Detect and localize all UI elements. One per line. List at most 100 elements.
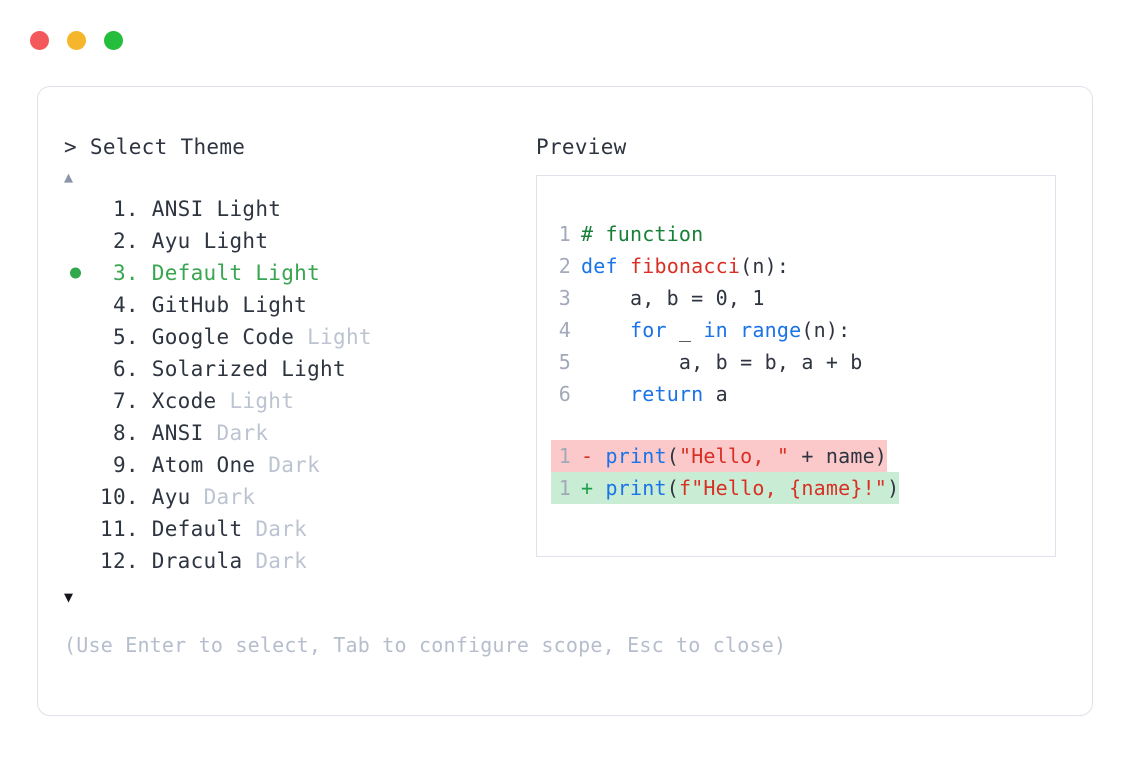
code-token: fibonacci (629, 254, 741, 278)
theme-index: 9. (100, 453, 152, 477)
theme-select-panel: > Select Theme ▲ 1. ANSI Light 2. Ayu Li… (64, 133, 787, 657)
theme-list-item[interactable]: 5. Google Code Light (64, 321, 534, 353)
theme-list-item[interactable]: 8. ANSI Dark (64, 417, 534, 449)
theme-list-item[interactable]: 9. Atom One Dark (64, 449, 534, 481)
theme-list-item[interactable]: 3. Default Light (64, 257, 534, 289)
line-number: 3 (558, 286, 571, 310)
theme-index: 3. (100, 261, 152, 285)
theme-name: Default (151, 261, 256, 285)
diff-marker: - (581, 444, 606, 468)
theme-list-item[interactable]: 4. GitHub Light (64, 289, 534, 321)
theme-list-item[interactable]: 1. ANSI Light (64, 193, 534, 225)
theme-variant: Light (255, 261, 321, 285)
code-token: "Hello, " (678, 444, 790, 468)
theme-name: Google Code (151, 325, 308, 349)
theme-list-item[interactable]: 6. Solarized Light (64, 353, 534, 385)
theme-variant: Light (242, 293, 308, 317)
theme-index: 11. (100, 517, 152, 541)
scroll-down-icon[interactable]: ▼ (64, 588, 74, 606)
theme-variant: Light (281, 357, 346, 381)
code-token: a, b = b, a + b (581, 350, 863, 374)
code-token: + name) (789, 444, 888, 468)
theme-index: 4. (100, 293, 152, 317)
theme-list-item[interactable]: 12. Dracula Dark (64, 545, 534, 577)
code-token: ( (666, 476, 679, 500)
code-token: _ (666, 318, 704, 342)
preview-panel: Preview 1# function 2 def fibonacci(n): 3 a… (536, 133, 1066, 557)
theme-variant: Light (307, 325, 372, 349)
window-controls (30, 31, 123, 50)
theme-variant: Dark (255, 517, 308, 541)
theme-index: 8. (100, 421, 152, 445)
theme-index: 6. (100, 357, 152, 381)
code-line: 1# function (551, 218, 703, 250)
preview-title: Preview (536, 135, 627, 159)
selected-bullet-icon (70, 267, 81, 279)
code-line: 4 for _ in range(n): (551, 314, 850, 346)
theme-list: 1. ANSI Light 2. Ayu Light 3. Default Li… (64, 193, 534, 577)
line-number: 5 (558, 350, 571, 374)
theme-name: Xcode (151, 389, 230, 413)
theme-name: Ayu (151, 485, 204, 509)
code-token: ) (887, 476, 900, 500)
theme-name: GitHub (151, 293, 243, 317)
code-token: (n): (740, 254, 790, 278)
theme-list-item[interactable]: 7. Xcode Light (64, 385, 534, 417)
theme-index: 10. (100, 485, 152, 509)
theme-index: 2. (100, 229, 152, 253)
theme-index: 5. (100, 325, 152, 349)
diff-marker: + (581, 476, 606, 500)
code-line: 2 def fibonacci(n): (551, 250, 789, 282)
keyboard-hint: (Use Enter to select, Tab to configure s… (64, 633, 787, 657)
diff-line-content: 1 + print(f"Hello, {name}!") (551, 472, 900, 504)
theme-variant: Light (203, 229, 269, 253)
diff-line: 1- print("Hello, " + name) (551, 440, 888, 472)
theme-variant: Dark (216, 421, 269, 445)
code-token: in range (703, 318, 802, 342)
theme-name: Ayu (151, 229, 204, 253)
theme-index: 12. (100, 549, 152, 573)
theme-list-item[interactable]: 10. Ayu Dark (64, 481, 534, 513)
prompt-header: > Select Theme (64, 133, 534, 161)
code-token: def (581, 254, 630, 278)
minimize-window-button[interactable] (67, 31, 86, 50)
line-number: 6 (558, 382, 571, 406)
code-token: for (629, 318, 667, 342)
line-number: 4 (558, 318, 571, 342)
code-line: 3 a, b = 0, 1 (551, 282, 765, 314)
theme-variant: Dark (203, 485, 256, 509)
scroll-up-icon[interactable]: ▲ (64, 168, 74, 186)
line-number: 2 (558, 254, 571, 278)
close-window-button[interactable] (30, 31, 49, 50)
diff-line-content: 1- print("Hello, " + name) (551, 440, 888, 472)
theme-picker-card: > Select Theme ▲ 1. ANSI Light 2. Ayu Li… (37, 86, 1093, 716)
theme-name: Default (151, 517, 256, 541)
theme-list-item[interactable]: 2. Ayu Light (64, 225, 534, 257)
theme-list-item[interactable]: 11. Default Dark (64, 513, 534, 545)
zoom-window-button[interactable] (104, 31, 123, 50)
diff-line: 1 + print(f"Hello, {name}!") (551, 472, 900, 504)
code-token: a (703, 382, 728, 406)
diff-block: 1- print("Hello, " + name)1+ print(f"Hel… (551, 440, 1055, 504)
theme-name: ANSI (151, 421, 217, 445)
theme-index: 1. (100, 197, 152, 221)
theme-variant: Light (229, 389, 295, 413)
code-preview-box: 1# function 2 def fibonacci(n): 3 a, b = 0,… (536, 175, 1056, 557)
code-token: print (605, 476, 667, 500)
line-number: 1 (558, 476, 571, 500)
code-token: f"Hello, {name}!" (678, 476, 888, 500)
theme-name: Atom One (151, 453, 269, 477)
theme-index: 7. (100, 389, 152, 413)
code-token (581, 382, 630, 406)
theme-variant: Dark (255, 549, 308, 573)
theme-name: Dracula (151, 549, 256, 573)
code-token: ( (666, 444, 679, 468)
code-block: 1# function 2 def fibonacci(n): 3 a, b = 0,… (551, 218, 1055, 410)
code-line: 5 a, b = b, a + b (551, 346, 863, 378)
code-token (581, 318, 630, 342)
code-token: print (605, 444, 667, 468)
code-line: 6 return a (551, 378, 728, 410)
theme-name: Solarized (151, 357, 282, 381)
line-number: 1 (558, 222, 571, 246)
